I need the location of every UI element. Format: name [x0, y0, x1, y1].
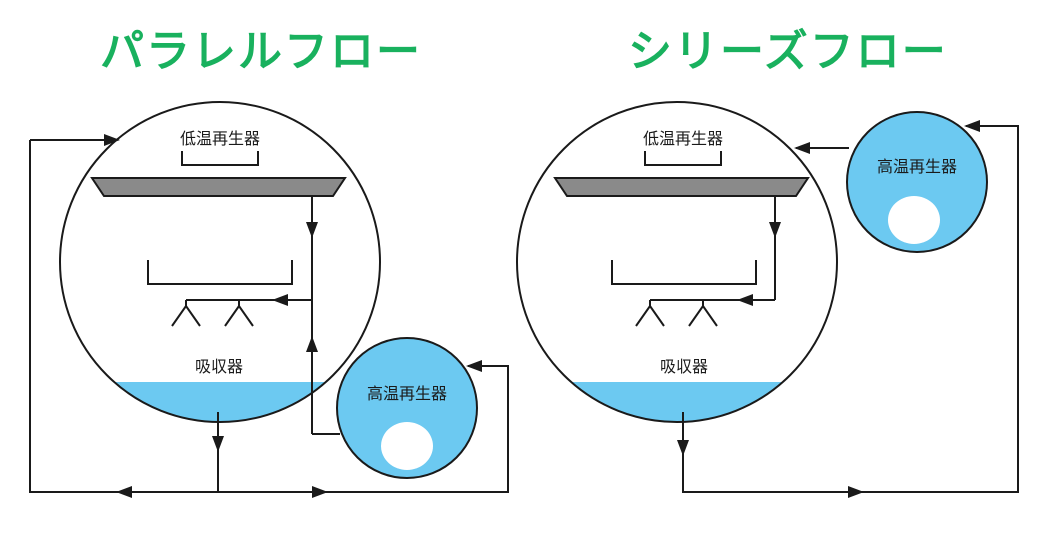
- absorber-solution: [517, 382, 837, 422]
- high-temp-regenerator-label: 高温再生器: [877, 157, 957, 176]
- flow-arrow: [677, 440, 689, 456]
- absorber-tube-bracket: [147, 260, 293, 285]
- flow-arrow: [312, 486, 328, 498]
- flow-arrow: [104, 134, 120, 146]
- parallel-flow-title: パラレルフロー: [100, 26, 422, 77]
- high-temp-vapor-bubble: [888, 196, 940, 244]
- absorber-vessel-outline: [59, 101, 381, 423]
- flow-arrow: [737, 294, 753, 306]
- flow-arrow: [794, 142, 810, 154]
- flow-arrow: [116, 486, 132, 498]
- flow-arrow: [212, 436, 224, 452]
- flow-arrow: [964, 120, 980, 132]
- low-temp-regenerator-bracket: [181, 151, 259, 166]
- absorber-label: 吸収器: [660, 357, 708, 376]
- high-temp-regenerator-vessel: [336, 337, 478, 479]
- low-temp-regenerator-plate: [553, 177, 810, 197]
- absorber-label: 吸収器: [195, 357, 243, 376]
- flow-arrow: [306, 222, 318, 238]
- low-temp-regenerator-bracket: [644, 151, 722, 166]
- low-temp-regenerator-label: 低温再生器: [180, 129, 260, 148]
- series-flow-diagram: 低温再生器 吸収器 高温再生器: [516, 101, 1019, 498]
- flow-arrow: [272, 294, 288, 306]
- high-temp-regenerator-vessel: [846, 111, 988, 253]
- flow-arrow: [466, 360, 482, 372]
- parallel-outer-loop: [29, 140, 509, 493]
- high-temp-vapor-bubble: [381, 422, 433, 470]
- low-temp-regenerator-plate: [90, 177, 347, 197]
- series-outer-loop: [682, 125, 1019, 493]
- high-temp-regenerator-label: 高温再生器: [367, 384, 447, 403]
- low-temp-regenerator-label: 低温再生器: [643, 129, 723, 148]
- flow-arrow: [848, 486, 864, 498]
- absorber-tube-bracket: [611, 260, 757, 285]
- parallel-flow-diagram: 低温再生器 吸収器 高温再生器: [29, 101, 509, 498]
- absorber-vessel-outline: [516, 101, 838, 423]
- series-flow-title: シリーズフロー: [628, 26, 948, 77]
- flow-arrow: [306, 336, 318, 352]
- flow-arrow: [769, 222, 781, 238]
